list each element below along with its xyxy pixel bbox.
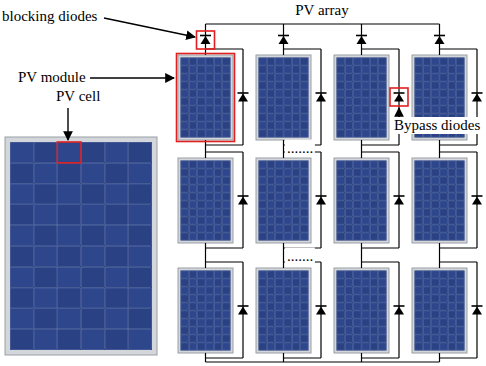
wire [206, 151, 244, 152]
wire [206, 144, 244, 145]
diode-symbol [200, 36, 211, 45]
wire [361, 243, 362, 268]
wire [440, 48, 478, 49]
wire [362, 48, 400, 49]
wire [206, 247, 244, 248]
leader-arrows [68, 18, 399, 140]
wire [206, 361, 440, 362]
module-highlight [177, 54, 235, 142]
leader-arrow [104, 18, 195, 37]
pv-module-image [334, 158, 389, 243]
wire [440, 357, 478, 358]
diode-symbol [238, 196, 249, 205]
pv-module-image [334, 268, 389, 353]
wire [205, 243, 206, 268]
diode-symbol [472, 93, 483, 102]
wire [362, 247, 400, 248]
pv-module-image [256, 268, 311, 353]
leader-arrow [90, 77, 174, 78]
cell-highlight [57, 142, 81, 163]
wire [206, 261, 244, 262]
ellipsis-label: ....... [285, 247, 315, 264]
diode-symbol [394, 93, 405, 102]
wire [284, 48, 322, 49]
pv-module-image [178, 55, 233, 140]
callout-label: PV module [18, 69, 86, 86]
callout-label: PV cell [56, 88, 100, 105]
pv-module-image [256, 55, 311, 140]
pv-module-image [5, 137, 157, 355]
blocking-diode-highlight [197, 31, 215, 49]
diode-symbol [394, 306, 405, 315]
wire [439, 243, 440, 268]
diode-symbol [316, 306, 327, 315]
diode-symbol [316, 93, 327, 102]
wire [440, 151, 478, 152]
diode-symbol [278, 36, 289, 45]
callout-label: PV array [295, 2, 348, 19]
callout-label: blocking diodes [2, 8, 97, 25]
wire [439, 140, 440, 158]
wire [440, 144, 478, 145]
diode-symbol [394, 196, 405, 205]
diode-symbol [316, 196, 327, 205]
bypass-diode-highlight [390, 88, 408, 106]
leader-arrow [398, 108, 399, 117]
diode-symbols [200, 36, 483, 315]
wire [206, 357, 244, 358]
leader-arrow [67, 108, 68, 140]
wire [205, 140, 206, 158]
solar-panels [5, 55, 467, 355]
wire [206, 23, 440, 24]
wire [362, 261, 400, 262]
wire [284, 357, 322, 358]
wire [362, 357, 400, 358]
wire [440, 247, 478, 248]
pv-module-image [412, 158, 467, 243]
pv-module-image [178, 158, 233, 243]
diode-symbol [356, 36, 367, 45]
wiring [206, 24, 478, 362]
pv-module-image [412, 268, 467, 353]
highlight-boxes [57, 31, 408, 163]
wire [361, 140, 362, 158]
diode-symbol [238, 93, 249, 102]
wire [362, 144, 400, 145]
wire [440, 261, 478, 262]
callout-label: Bypass diodes [392, 117, 482, 134]
diode-symbol [472, 306, 483, 315]
diode-symbol [238, 306, 249, 315]
ellipsis-label: ....... [285, 140, 315, 157]
pv-module-image [256, 158, 311, 243]
wire [362, 151, 400, 152]
diode-symbol [434, 36, 445, 45]
diode-symbol [472, 196, 483, 205]
pv-module-image [178, 268, 233, 353]
pv-module-image [334, 55, 389, 140]
